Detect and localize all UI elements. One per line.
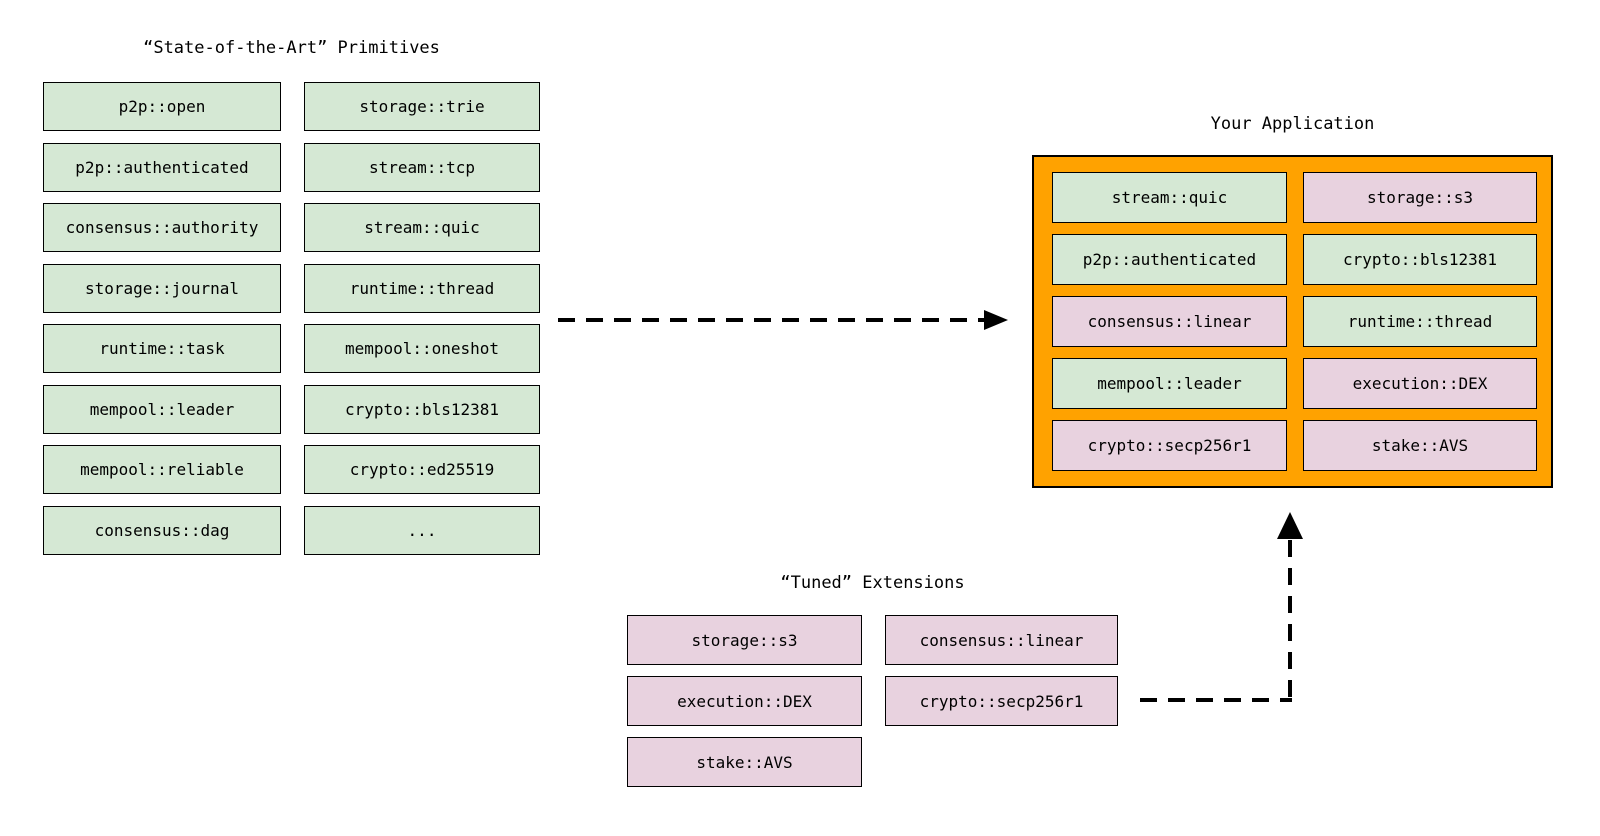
extension-box: crypto::secp256r1 (885, 676, 1118, 726)
arrowhead-up-icon (1277, 512, 1303, 539)
primitive-box: runtime::thread (304, 263, 540, 313)
dashed-shaft (558, 318, 985, 322)
dashed-shaft-vertical (1288, 540, 1292, 702)
app-module-box: crypto::bls12381 (1303, 234, 1537, 285)
primitive-box: p2p::open (43, 82, 281, 131)
arrowhead-right-icon (984, 310, 1008, 330)
app-module-box: mempool::leader (1052, 358, 1287, 409)
primitive-box: storage::trie (304, 82, 540, 131)
primitive-box: crypto::bls12381 (304, 384, 540, 434)
primitive-box: ... (304, 505, 540, 555)
primitive-box: crypto::ed25519 (304, 445, 540, 494)
extension-box: stake::AVS (627, 737, 862, 787)
primitive-box: mempool::leader (43, 384, 281, 434)
app-module-box: stream::quic (1052, 172, 1287, 223)
primitives-title: “State-of-the-Art” Primitives (143, 38, 440, 58)
extensions-grid: storage::s3 execution::DEX stake::AVS co… (627, 615, 1118, 787)
primitive-box: p2p::authenticated (43, 142, 281, 192)
app-module-box: runtime::thread (1303, 296, 1537, 347)
primitive-box: storage::journal (43, 263, 281, 313)
primitive-box: runtime::task (43, 324, 281, 373)
primitive-box: mempool::oneshot (304, 324, 540, 373)
primitive-box: consensus::dag (43, 505, 281, 555)
dashed-shaft-horizontal (1140, 698, 1292, 702)
primitives-grid: p2p::open p2p::authenticated consensus::… (43, 82, 540, 555)
app-module-box: execution::DEX (1303, 358, 1537, 409)
extension-box: consensus::linear (885, 615, 1118, 665)
primitive-box: mempool::reliable (43, 445, 281, 494)
app-module-box: p2p::authenticated (1052, 234, 1287, 285)
extensions-title: “Tuned” Extensions (780, 573, 965, 593)
application-title: Your Application (1210, 114, 1375, 134)
primitive-box: consensus::authority (43, 203, 281, 252)
primitive-box: stream::tcp (304, 142, 540, 192)
application-container: stream::quic storage::s3 p2p::authentica… (1032, 155, 1553, 488)
extension-box: execution::DEX (627, 676, 862, 726)
primitive-box: stream::quic (304, 203, 540, 252)
app-module-box: consensus::linear (1052, 296, 1287, 347)
extension-box: storage::s3 (627, 615, 862, 665)
app-module-box: crypto::secp256r1 (1052, 420, 1287, 471)
app-module-box: storage::s3 (1303, 172, 1537, 223)
app-module-box: stake::AVS (1303, 420, 1537, 471)
